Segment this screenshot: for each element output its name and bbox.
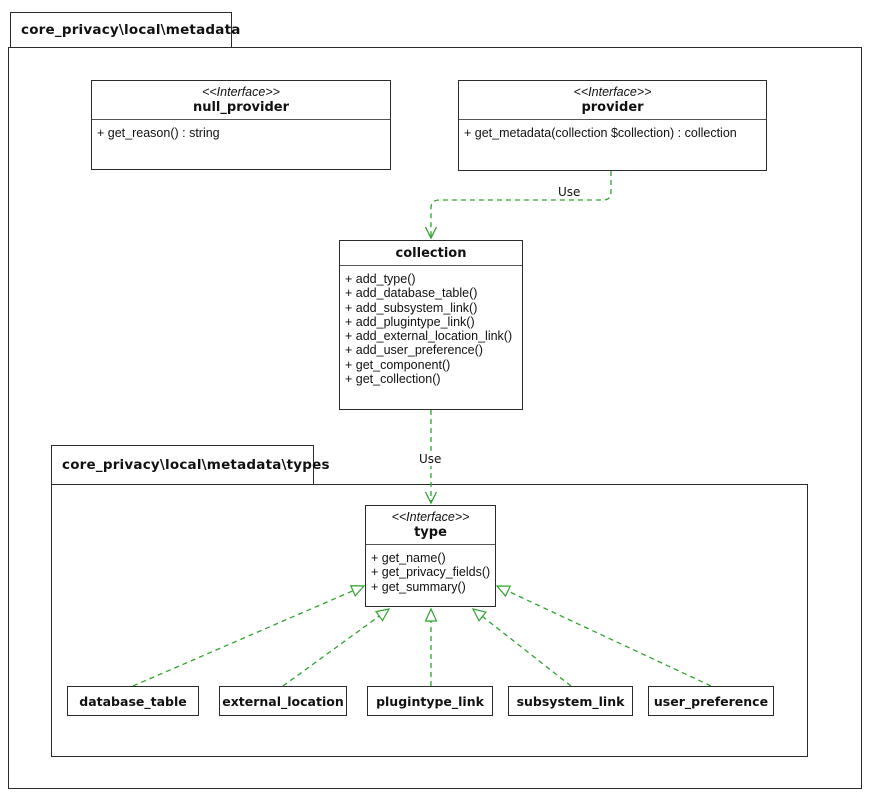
- method-item: + get_name(): [371, 551, 446, 565]
- methods-section: + get_metadata(collection $collection) :…: [459, 120, 766, 170]
- method-item: + add_plugintype_link(): [345, 314, 475, 329]
- class-database-table: database_table: [67, 686, 199, 716]
- methods-section: + get_name() + get_privacy_fields() + ge…: [366, 545, 495, 606]
- method-item: + add_external_location_link(): [345, 329, 513, 344]
- edge-label-use-collection: Use: [418, 452, 443, 466]
- methods-section: + add_type() + add_database_table() + ad…: [340, 266, 522, 409]
- class-subsystem-link: subsystem_link: [508, 686, 633, 716]
- class-type: <<Interface>> type + get_name() + get_pr…: [365, 505, 496, 607]
- stereotype-label: <<Interface>>: [391, 510, 470, 524]
- method-item: + add_subsystem_link(): [345, 300, 478, 315]
- package-tab-metadata-types: core_privacy\local\metadata\types: [51, 445, 330, 485]
- class-plugintype-link: plugintype_link: [367, 686, 493, 716]
- class-header: <<Interface>> null_provider: [92, 81, 390, 120]
- package-body-core-privacy-metadata: [8, 47, 862, 789]
- class-provider: <<Interface>> provider + get_metadata(co…: [458, 80, 767, 171]
- stereotype-label: <<Interface>>: [573, 85, 652, 99]
- class-name: collection: [395, 246, 467, 261]
- class-external-location: external_location: [219, 686, 347, 716]
- class-collection: collection + add_type() + add_database_t…: [339, 240, 523, 410]
- package-tab-core-privacy-metadata: core_privacy\local\metadata: [10, 12, 240, 48]
- edge-label-use-provider: Use: [557, 185, 582, 199]
- method-item: + add_type(): [345, 272, 416, 286]
- class-user-preference: user_preference: [648, 686, 774, 716]
- class-name: null_provider: [192, 100, 290, 115]
- package-body-metadata-types: [51, 484, 808, 757]
- method-item: + get_reason() : string: [97, 126, 220, 140]
- method-item: + get_privacy_fields(): [371, 565, 491, 580]
- class-header: <<Interface>> type: [366, 506, 495, 545]
- package-label: core_privacy\local\metadata\types: [62, 457, 330, 473]
- method-item: + add_database_table(): [345, 286, 478, 301]
- class-header: collection: [340, 241, 522, 266]
- class-name: provider: [581, 100, 644, 115]
- stereotype-label: <<Interface>>: [202, 85, 280, 99]
- class-header: <<Interface>> provider: [459, 81, 766, 120]
- method-item: + get_component(): [345, 357, 451, 372]
- method-item: + get_metadata(collection $collection) :…: [464, 126, 737, 140]
- method-item: + get_summary(): [371, 579, 466, 594]
- method-item: + add_user_preference(): [345, 343, 483, 358]
- methods-section: + get_reason() : string: [92, 120, 390, 169]
- package-label: core_privacy\local\metadata: [21, 22, 241, 38]
- class-name: type: [414, 525, 447, 540]
- class-null-provider: <<Interface>> null_provider + get_reason…: [91, 80, 391, 170]
- method-item: + get_collection(): [345, 372, 441, 387]
